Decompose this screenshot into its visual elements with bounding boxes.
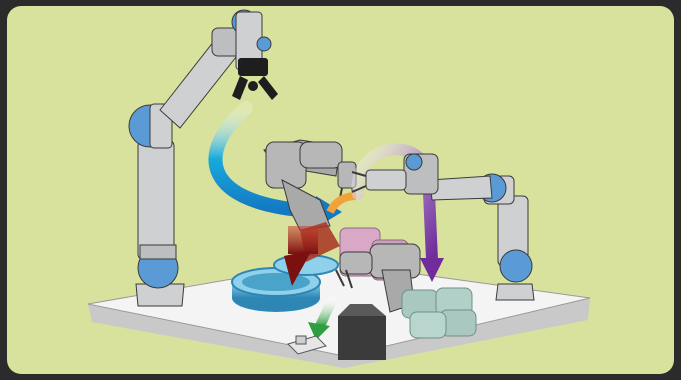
red-motion-arrow [284, 222, 340, 286]
right-robot-arm [351, 153, 535, 301]
left-robot-arm [128, 9, 278, 307]
center-gray-robot [263, 139, 357, 231]
green-motion-arrow [308, 295, 337, 340]
clamp-part-icon [287, 335, 327, 355]
bowl-icon [231, 267, 321, 312]
block-icon [401, 287, 477, 339]
gripper-icon [232, 58, 278, 100]
